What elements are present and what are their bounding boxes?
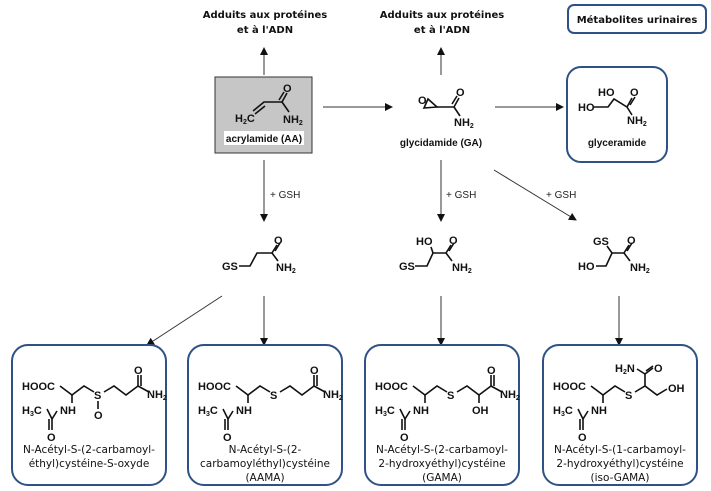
- atom-h3c: H3C: [198, 405, 218, 418]
- atom-gs: GS: [222, 261, 238, 273]
- metabolite-name-line: éthyl)cystéine-S-oxyde: [29, 458, 150, 470]
- compound-gs-glycidamide-iso: GS HO O NH2: [578, 235, 650, 275]
- atom-nh2: NH2: [276, 262, 296, 275]
- atom-nh: NH: [591, 405, 607, 417]
- acrylamide-label-bg: [224, 131, 304, 145]
- atom-hooc: HOOC: [22, 381, 55, 393]
- atom-oh: OH: [472, 405, 489, 417]
- legend-urinary-metabolites: Métabolites urinaires: [567, 4, 707, 34]
- gsh-label-ga: + GSH: [446, 190, 476, 201]
- atom-nh2: NH2: [630, 262, 650, 275]
- metabolite-name-line: N-Acétyl-S-(2-: [229, 444, 302, 456]
- atom-s: S: [447, 390, 454, 402]
- atom-o: O: [310, 365, 319, 377]
- gsh-label-aa: + GSH: [270, 190, 300, 201]
- compound-gs-acrylamide: GS O NH2: [222, 235, 296, 275]
- atom-o: O: [400, 432, 409, 444]
- atom-o: O: [578, 432, 587, 444]
- atom-nh2: NH2: [452, 262, 472, 275]
- atom-ho-left: HO: [578, 102, 595, 114]
- atom-o: O: [449, 235, 458, 247]
- atom-nh: NH: [413, 405, 429, 417]
- atom-nh2: NH2: [500, 389, 520, 402]
- metabolite-name-line: (AAMA): [245, 472, 284, 484]
- atom-nh2: NH2: [283, 114, 303, 127]
- atom-o: O: [630, 87, 639, 99]
- compound-gs-glycidamide: HO GS O NH2: [399, 235, 472, 275]
- atom-nh2: NH2: [147, 389, 167, 402]
- metabolite-name-line: 2-hydroxyéthyl)cystéine: [378, 458, 505, 470]
- metabolite-name-line: N-Acétyl-S-(2-carbamoyl-: [23, 444, 155, 456]
- atom-nh2: NH2: [627, 115, 647, 128]
- adducts-line2: et à l'ADN: [414, 24, 470, 36]
- metabolite-box: [364, 344, 520, 486]
- atom-o: O: [274, 235, 283, 247]
- adducts-line1: Adduits aux protéines: [380, 9, 504, 21]
- atom-hooc: HOOC: [198, 381, 231, 393]
- atom-h3c: H3C: [22, 405, 42, 418]
- adducts-label-aa: Adduits aux protéines et à l'ADN: [203, 9, 327, 36]
- gsh-label-ga-iso: + GSH: [546, 190, 576, 201]
- atom-o: O: [487, 365, 496, 377]
- metabolite-box: [187, 344, 343, 486]
- atom-o-ring: O: [418, 95, 427, 107]
- metabolite-name-line: 2-hydroxyéthyl)cystéine: [556, 458, 683, 470]
- atom-nh: NH: [236, 405, 252, 417]
- adducts-line1: Adduits aux protéines: [203, 9, 327, 21]
- atom-o: O: [627, 235, 636, 247]
- metabolite-name-line: N-Acétyl-S-(2-carbamoyl-: [376, 444, 508, 456]
- metabolite-name-line: N-Acétyl-S-(1-carbamoyl-: [554, 444, 686, 456]
- atom-o: O: [134, 365, 143, 377]
- adducts-line2: et à l'ADN: [237, 24, 293, 36]
- atom-ho: HO: [578, 261, 595, 273]
- metabolite-box: [11, 344, 167, 486]
- arrows: [146, 47, 623, 346]
- legend-box: [567, 4, 707, 34]
- atom-s: S: [270, 390, 277, 402]
- metabolite-box: [542, 344, 698, 486]
- atom-gs: GS: [593, 236, 609, 248]
- atom-o: O: [654, 363, 663, 375]
- compound-glyceramide: HO HO O NH2 glyceramide: [566, 66, 668, 163]
- glyceramide-name: glyceramide: [588, 138, 647, 149]
- metabolite-name-line: carbamoyléthyl)cystéine: [200, 458, 330, 470]
- atom-hooc: HOOC: [375, 381, 408, 393]
- atom-ho-top: HO: [598, 87, 615, 99]
- atom-h2c: H2C: [235, 113, 255, 126]
- atom-nh2: NH2: [454, 117, 474, 130]
- atom-oh: OH: [668, 383, 685, 395]
- metabolite-iso-gama: HOOC H3C NH O S OH O H2N N-Acétyl-S-(1-carbamoyl…: [542, 344, 698, 486]
- atom-h2n: H2N: [615, 363, 635, 376]
- arrow-to-sulfoxide: [146, 295, 223, 346]
- atom-sulfoxide-o: O: [94, 410, 103, 422]
- legend-label: Métabolites urinaires: [577, 14, 698, 26]
- atom-o: O: [223, 432, 232, 444]
- atom-o: O: [456, 87, 465, 99]
- atom-s: S: [94, 390, 101, 402]
- adducts-label-ga: Adduits aux protéines et à l'ADN: [380, 9, 504, 36]
- metabolite-name-line: (iso-GAMA): [591, 472, 650, 484]
- glycidamide-name: glycidamide (GA): [400, 138, 482, 149]
- atom-o: O: [283, 83, 292, 95]
- atom-hooc: HOOC: [553, 381, 586, 393]
- atom-ho: HO: [416, 236, 433, 248]
- atom-o: O: [47, 432, 56, 444]
- atom-nh: NH: [60, 405, 76, 417]
- atom-h3c: H3C: [375, 405, 395, 418]
- compound-acrylamide: O H2C NH2 acrylamide (AA): [214, 76, 313, 154]
- metabolite-name-line: (GAMA): [422, 472, 462, 484]
- compound-glycidamide: O O NH2 glycidamide (GA): [400, 87, 482, 149]
- acrylamide-name: acrylamide (AA): [226, 134, 302, 145]
- atom-s: S: [625, 390, 632, 402]
- atom-gs: GS: [399, 261, 415, 273]
- glyceramide-box: [566, 66, 668, 163]
- atom-nh2: NH2: [323, 389, 343, 402]
- atom-h3c: H3C: [553, 405, 573, 418]
- arrow-ga-gsh-iso: [493, 169, 577, 221]
